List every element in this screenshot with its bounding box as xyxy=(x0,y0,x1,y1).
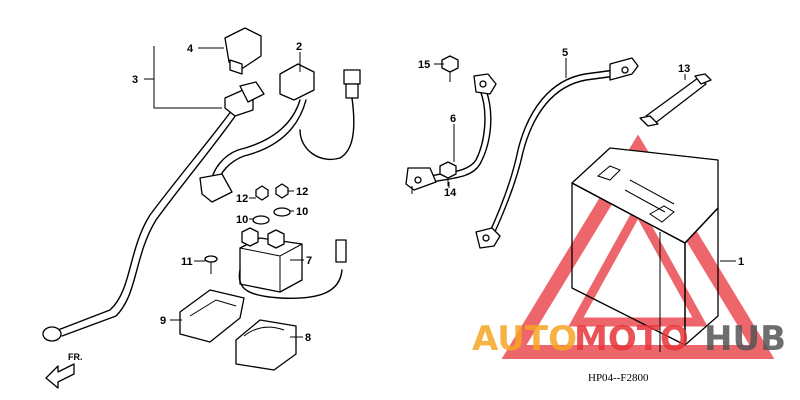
part-code: HP04--F2800 xyxy=(588,372,649,384)
callout-12-right: 12 xyxy=(296,186,308,198)
nut-12-left-part[interactable] xyxy=(255,185,269,201)
watermark-hub: HUB xyxy=(704,319,786,359)
battery-band-part[interactable] xyxy=(639,73,712,127)
callout-5: 5 xyxy=(562,47,568,59)
bolt-15-part[interactable] xyxy=(441,55,459,82)
callout-3: 3 xyxy=(132,74,138,86)
callout-1: 1 xyxy=(738,256,744,268)
front-direction-arrow-icon xyxy=(45,363,75,389)
screw-11-part[interactable] xyxy=(204,255,218,274)
callout-4: 4 xyxy=(187,43,194,55)
callout-2: 2 xyxy=(296,41,302,53)
callout-leaders xyxy=(144,46,736,338)
callout-9: 9 xyxy=(160,315,166,327)
relay-cover-8-part[interactable] xyxy=(235,319,297,371)
washer-10-right-part[interactable] xyxy=(273,207,291,217)
battery-part[interactable] xyxy=(571,147,719,352)
starter-relay-part[interactable] xyxy=(238,227,347,299)
battery-negative-cable[interactable] xyxy=(475,57,639,249)
terminal-cover-4-part[interactable] xyxy=(224,27,262,75)
direction-label: FR. xyxy=(68,352,83,362)
relay-holder-9-part[interactable] xyxy=(179,289,245,343)
callout-15: 15 xyxy=(418,59,430,71)
battery-positive-cable[interactable] xyxy=(405,73,497,194)
callout-14: 14 xyxy=(444,187,457,199)
callout-13: 13 xyxy=(678,63,690,75)
callout-10-left: 10 xyxy=(236,214,248,226)
callout-8: 8 xyxy=(305,332,311,344)
watermark-auto: AUTO xyxy=(472,319,577,359)
callout-10-right: 10 xyxy=(296,206,308,218)
callout-12-left: 12 xyxy=(236,193,248,205)
washer-10-left-part[interactable] xyxy=(252,215,270,225)
callout-11: 11 xyxy=(181,256,193,268)
callout-7: 7 xyxy=(306,255,312,267)
sub-harness-part[interactable] xyxy=(199,63,361,203)
callout-6: 6 xyxy=(450,113,456,125)
bolt-14-part[interactable] xyxy=(439,161,457,186)
watermark-moto: MOTO xyxy=(574,319,689,359)
starter-cable-part[interactable] xyxy=(42,81,265,342)
watermark-text: AUTO MOTO HUB xyxy=(472,319,786,359)
nut-12-right-part[interactable] xyxy=(275,183,289,199)
